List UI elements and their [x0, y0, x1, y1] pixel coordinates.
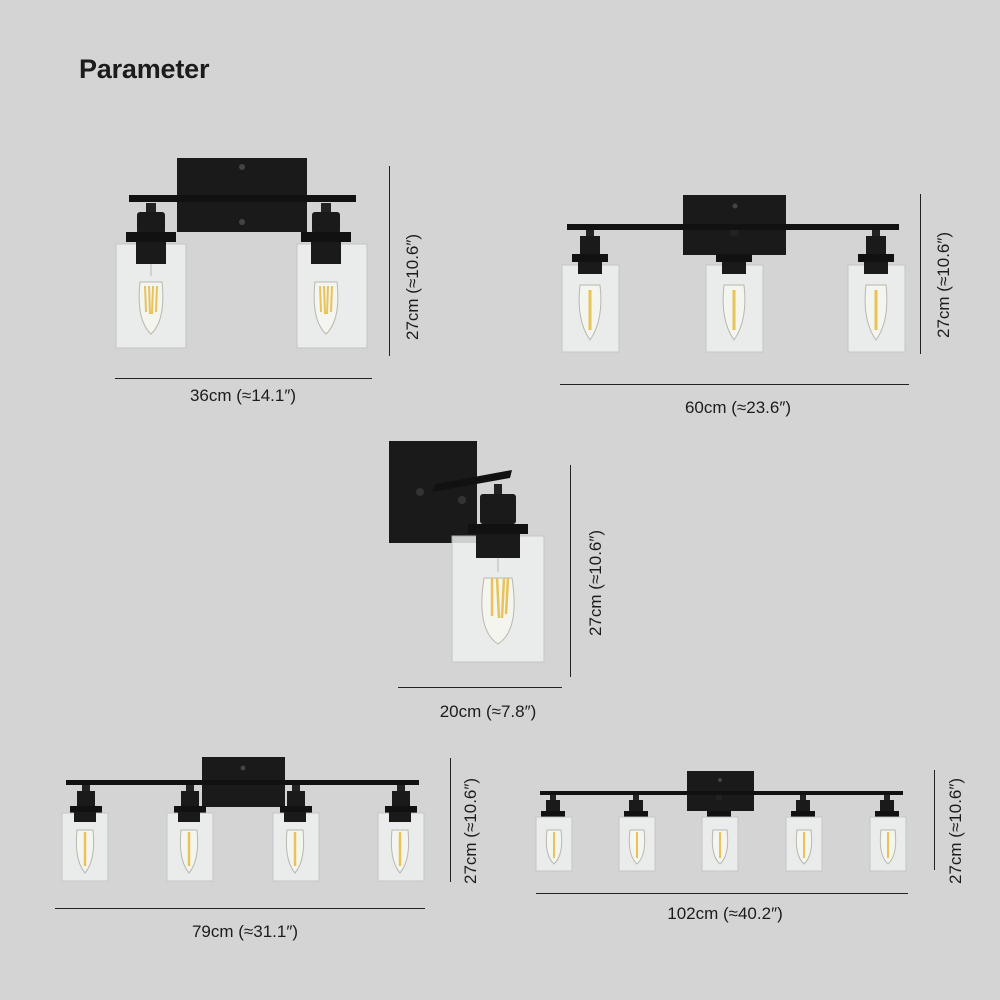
width-dimension-line: [560, 384, 909, 385]
height-dimension-line: [934, 770, 935, 870]
width-dimension-line: [55, 908, 425, 909]
width-label: 102cm (≈40.2″): [667, 904, 783, 923]
width-label: 60cm (≈23.6″): [684, 398, 792, 417]
page-title: Parameter: [79, 54, 210, 84]
width-dimension-line: [536, 893, 908, 894]
height-dimension-line: [389, 166, 390, 356]
height-dimension-line: [450, 758, 451, 882]
width-dimension-line: [115, 378, 372, 379]
height-dimension-line: [570, 465, 571, 677]
width-label: 36cm (≈14.1″): [189, 386, 297, 405]
height-dimension-line: [920, 194, 921, 354]
width-label: 79cm (≈31.1″): [191, 922, 299, 941]
width-dimension-line: [398, 687, 562, 688]
width-label: 20cm (≈7.8″): [439, 702, 537, 721]
height-label: 27cm (≈10.6″): [946, 777, 965, 884]
